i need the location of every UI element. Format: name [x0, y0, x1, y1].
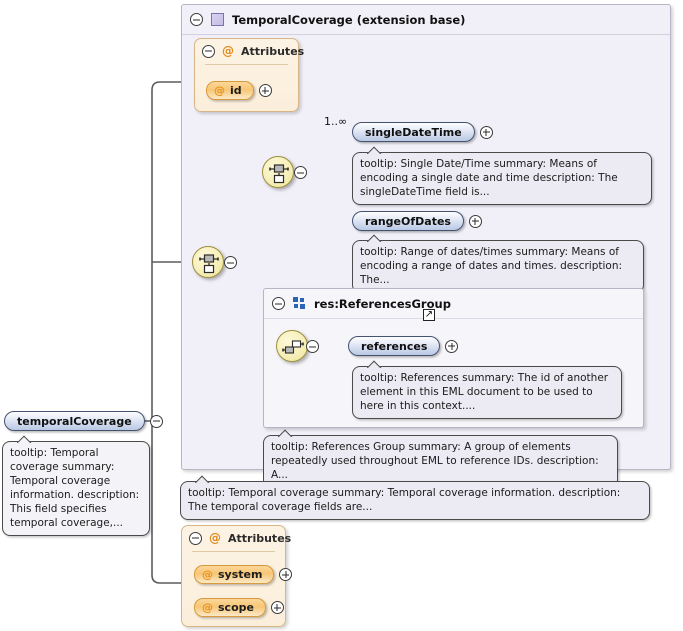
element-pill-singledatetime[interactable]: singleDateTime: [352, 122, 475, 142]
complextype-header: TemporalCoverage (extension base): [182, 5, 670, 35]
element-rangeofdates-expand-toggle[interactable]: [468, 214, 482, 228]
choice-icon: [269, 164, 289, 184]
tooltip-tail: [367, 359, 383, 368]
tooltip-references: tooltip: References summary: The id of a…: [352, 366, 622, 419]
element-name-rangeofdates: rangeOfDates: [365, 214, 451, 228]
tooltip-references-group: tooltip: References Group summary: A gro…: [263, 435, 618, 488]
choice-compositor-outer[interactable]: [192, 246, 224, 278]
complextype-title: TemporalCoverage (extension base): [232, 12, 466, 27]
references-group-title: res:ReferencesGroup: [314, 296, 451, 311]
sequence-icon: [282, 340, 304, 354]
element-row-temporalcoverage[interactable]: temporalCoverage: [4, 411, 163, 431]
tooltip-text: tooltip: References Group summary: A gro…: [271, 441, 599, 481]
tooltip-tail: [278, 428, 294, 437]
tooltip-text: tooltip: Single Date/Time summary: Means…: [360, 158, 618, 198]
attribute-row-system[interactable]: @ system: [194, 565, 293, 584]
tooltip-complextype: tooltip: Temporal coverage summary: Temp…: [180, 481, 650, 520]
attribute-pill-system[interactable]: @ system: [194, 565, 275, 584]
tooltip-tail: [367, 233, 383, 242]
at-symbol-icon: @: [202, 601, 213, 614]
choice-outer-collapse-toggle[interactable]: [224, 256, 237, 269]
tooltip-text: tooltip: Temporal coverage summary: Temp…: [10, 447, 140, 529]
sequence-compositor[interactable]: [276, 330, 308, 362]
complextype-collapse-toggle[interactable]: [190, 13, 203, 26]
element-pill-references[interactable]: references: [348, 336, 441, 356]
external-link-icon[interactable]: ↗: [423, 309, 435, 321]
references-group-header: res:ReferencesGroup: [264, 289, 643, 319]
model-group-icon: [293, 297, 306, 310]
element-temporalcoverage-collapse-toggle[interactable]: [149, 414, 163, 428]
inner-attributes-header: @ Attributes: [195, 39, 304, 63]
element-name-singledatetime: singleDateTime: [365, 125, 462, 139]
attribute-name-id: id: [230, 84, 242, 97]
attribute-id-expand-toggle[interactable]: [258, 84, 272, 97]
outer-attributes-label: Attributes: [228, 531, 292, 545]
element-pill-rangeofdates[interactable]: rangeOfDates: [352, 211, 464, 231]
choice-inner-collapse-toggle[interactable]: [294, 166, 307, 179]
at-symbol-icon: @: [209, 531, 221, 545]
attribute-system-expand-toggle[interactable]: [279, 568, 293, 581]
attribute-name-system: system: [218, 568, 263, 581]
tooltip-tail: [367, 145, 383, 154]
attribute-row-scope[interactable]: @ scope: [194, 598, 284, 617]
element-row-singledatetime[interactable]: singleDateTime: [352, 122, 493, 142]
tooltip-temporalcoverage: tooltip: Temporal coverage summary: Temp…: [2, 441, 150, 536]
choice-icon: [199, 254, 219, 274]
sequence-collapse-toggle[interactable]: [306, 340, 319, 353]
element-pill-temporalcoverage[interactable]: temporalCoverage: [4, 411, 145, 431]
tooltip-singledatetime: tooltip: Single Date/Time summary: Means…: [352, 152, 652, 205]
attribute-scope-expand-toggle[interactable]: [270, 601, 284, 614]
element-row-references[interactable]: references: [348, 336, 459, 356]
tooltip-tail: [17, 434, 33, 443]
multiplicity-label-singledatetime: 1..∞: [324, 115, 348, 128]
tooltip-text: tooltip: References summary: The id of a…: [360, 372, 609, 412]
references-group-collapse-toggle[interactable]: [272, 297, 285, 310]
outer-attributes-collapse-toggle[interactable]: [189, 531, 202, 545]
attribute-row-id[interactable]: @ id: [206, 81, 272, 100]
at-symbol-icon: @: [214, 84, 225, 97]
complextype-icon: [211, 13, 224, 26]
outer-attributes-header: @ Attributes: [182, 526, 291, 550]
attribute-pill-id[interactable]: @ id: [206, 81, 254, 100]
element-singledatetime-expand-toggle[interactable]: [479, 125, 493, 139]
at-symbol-icon: @: [222, 44, 234, 58]
inner-attributes-divider: [205, 64, 288, 65]
tooltip-text: tooltip: Temporal coverage summary: Temp…: [188, 487, 621, 513]
inner-attributes-box: @ Attributes: [194, 38, 304, 112]
attribute-name-scope: scope: [218, 601, 254, 614]
element-row-rangeofdates[interactable]: rangeOfDates: [352, 211, 482, 231]
element-name-references: references: [361, 339, 428, 353]
at-symbol-icon: @: [202, 568, 213, 581]
tooltip-text: tooltip: Range of dates/times summary: M…: [360, 246, 623, 286]
tooltip-tail: [195, 474, 211, 483]
element-references-expand-toggle[interactable]: [445, 339, 459, 353]
attribute-pill-scope[interactable]: @ scope: [194, 598, 266, 617]
outer-attributes-divider: [192, 551, 275, 552]
choice-compositor-inner[interactable]: [262, 156, 294, 188]
element-name-temporalcoverage: temporalCoverage: [17, 414, 132, 428]
inner-attributes-label: Attributes: [241, 44, 305, 58]
inner-attributes-collapse-toggle[interactable]: [202, 44, 215, 58]
tooltip-rangeofdates: tooltip: Range of dates/times summary: M…: [352, 240, 644, 293]
